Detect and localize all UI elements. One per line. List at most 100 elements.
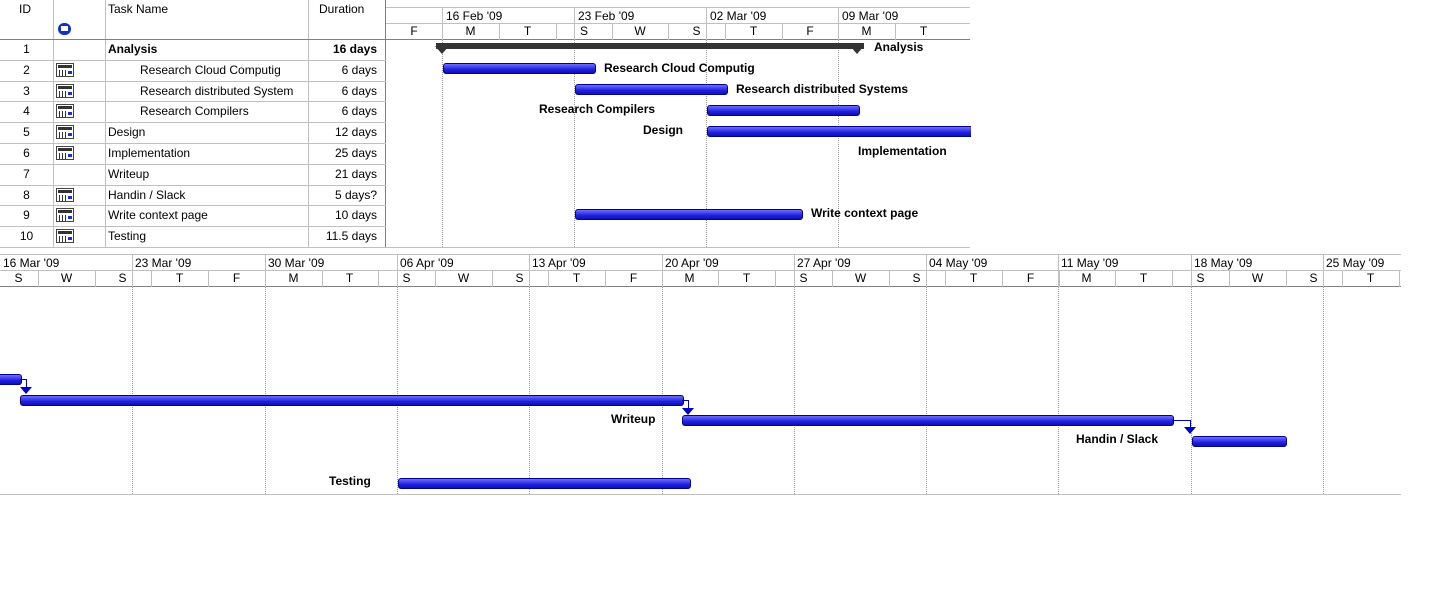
row-duration[interactable]: 25 days <box>334 146 377 160</box>
top-day-divider <box>612 23 613 40</box>
row-task-name[interactable]: Research distributed System <box>140 83 294 98</box>
task-bar-handin[interactable] <box>1192 436 1287 447</box>
week-gridline <box>442 40 443 247</box>
row-task-name[interactable]: Analysis <box>108 42 158 56</box>
row-id: 3 <box>23 83 30 98</box>
col-header-task-name[interactable]: Task Name <box>108 2 169 16</box>
bottom-day-label: S <box>14 271 23 285</box>
row-id: 6 <box>23 146 30 160</box>
row-id: 9 <box>23 208 30 223</box>
bottom-day-divider <box>1286 270 1287 287</box>
top-day-label: W <box>634 24 646 38</box>
bottom-day-divider <box>832 270 833 287</box>
calendar-indicator-icon[interactable] <box>56 229 74 244</box>
col-header-duration[interactable]: Duration <box>319 2 365 16</box>
row-divider <box>0 163 386 165</box>
link-arrow <box>20 387 32 394</box>
bottom-day-label: T <box>572 271 581 285</box>
top-week-divider <box>706 7 707 40</box>
row-duration[interactable]: 12 days <box>334 125 377 140</box>
row-task-name[interactable]: Implementation <box>108 146 191 160</box>
row-id: 7 <box>23 166 30 181</box>
table-row[interactable]: 6 Implementation 25 days <box>0 143 386 165</box>
calendar-indicator-icon[interactable] <box>56 125 74 140</box>
table-row[interactable]: 9 Write context page 10 days <box>0 205 386 228</box>
bottom-day-label: S <box>1196 271 1205 285</box>
row-divider <box>0 226 386 228</box>
task-bar-distributed[interactable] <box>575 84 728 95</box>
row-duration[interactable]: 5 days? <box>334 187 377 202</box>
top-day-label: T <box>749 24 758 38</box>
table-col-divider <box>308 0 309 247</box>
task-bar-implementation[interactable] <box>20 395 684 406</box>
row-duration[interactable]: 10 days <box>334 208 377 223</box>
row-duration[interactable]: 6 days <box>341 62 377 77</box>
row-divider <box>0 59 386 61</box>
calendar-indicator-icon[interactable] <box>56 187 74 202</box>
top-day-divider <box>725 23 726 40</box>
row-task-name[interactable]: Write context page <box>108 208 208 223</box>
bar-label-handin: Handin / Slack <box>1076 432 1159 446</box>
top-bottom-line <box>0 247 970 248</box>
row-task-name[interactable]: Writeup <box>108 166 150 181</box>
bottom-end-line <box>0 494 1401 495</box>
table-row[interactable]: 3 Research distributed System 6 days <box>0 81 386 103</box>
top-timescale-line <box>386 39 970 40</box>
top-day-label: S <box>692 24 701 38</box>
calendar-indicator-icon[interactable] <box>56 62 74 77</box>
task-bar-write-context[interactable] <box>575 209 803 220</box>
bar-label-implementation: Implementation <box>858 144 947 158</box>
row-duration[interactable]: 6 days <box>341 104 377 119</box>
calendar-indicator-icon[interactable] <box>56 83 74 98</box>
bottom-day-label: W <box>1251 271 1264 285</box>
bottom-day-label: F <box>1026 271 1035 285</box>
row-task-name[interactable]: Research Cloud Computig <box>140 62 281 77</box>
task-bar-writeup[interactable] <box>682 415 1174 426</box>
bottom-day-divider <box>492 270 493 287</box>
week-gridline <box>1058 287 1059 494</box>
table-row[interactable]: 7 Writeup 21 days <box>0 164 386 186</box>
task-bar-testing[interactable] <box>398 478 691 489</box>
row-task-name[interactable]: Testing <box>108 229 147 244</box>
row-duration[interactable]: 6 days <box>341 83 377 98</box>
link-writeup-handin <box>1172 420 1191 428</box>
row-duration[interactable]: 16 days <box>332 42 377 56</box>
bottom-day-label: S <box>799 271 808 285</box>
week-gridline <box>662 287 663 494</box>
summary-bar-analysis[interactable] <box>436 43 864 49</box>
calendar-indicator-icon[interactable] <box>56 104 74 119</box>
row-task-name[interactable]: Research Compilers <box>140 104 249 119</box>
task-bar-compilers[interactable] <box>707 105 860 116</box>
bottom-week-label: 04 May '09 <box>929 256 988 270</box>
top-week-label: 16 Feb '09 <box>446 9 503 23</box>
bottom-day-label: T <box>1366 271 1375 285</box>
task-bar-design[interactable] <box>707 126 971 137</box>
row-duration[interactable]: 11.5 days <box>325 229 377 244</box>
bottom-day-divider <box>775 270 776 287</box>
week-gridline <box>926 287 927 494</box>
col-header-id[interactable]: ID <box>19 2 31 16</box>
row-duration[interactable]: 21 days <box>334 166 377 181</box>
bottom-day-divider <box>889 270 890 287</box>
top-day-label: T <box>919 24 928 38</box>
row-task-name[interactable]: Design <box>108 125 146 140</box>
bottom-day-label: W <box>854 271 867 285</box>
task-bar-design-continued[interactable] <box>0 374 22 385</box>
row-task-name[interactable]: Handin / Slack <box>108 187 186 202</box>
bottom-day-label: S <box>402 271 411 285</box>
row-divider <box>0 142 386 144</box>
bottom-day-divider <box>1172 270 1173 287</box>
info-icon[interactable] <box>58 23 71 35</box>
calendar-indicator-icon[interactable] <box>56 146 74 160</box>
calendar-indicator-icon[interactable] <box>56 208 74 223</box>
table-header-divider <box>0 39 386 40</box>
task-bar-cloud[interactable] <box>443 63 596 74</box>
bottom-day-label: M <box>1081 271 1092 285</box>
week-gridline <box>529 287 530 494</box>
